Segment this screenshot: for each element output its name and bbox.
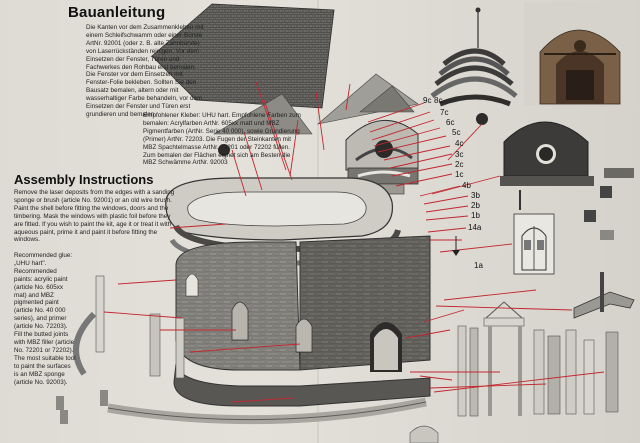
part-label: 2c [455,160,464,169]
small-part [604,168,634,178]
finished-model-photo [524,2,636,106]
door-panel-part [513,213,555,275]
part-label: 6c [446,118,455,127]
bottom-arch-part [409,425,439,443]
dome-discs [430,7,518,107]
part-label: 2b [471,201,480,210]
roof-panel [151,3,335,109]
part-label: 9c [423,96,432,105]
part-label: 5c [452,128,461,137]
intro-text-german: Die Kanten vor dem Zusammenkleben mit ei… [86,24,204,118]
part-label: 1a [474,261,483,270]
part-label: 1b [471,211,480,220]
part-label: 3b [471,191,480,200]
callout-lines [103,81,605,403]
part-label: 7c [440,108,449,117]
title-german: Bauanleitung [68,4,166,21]
glue-paint-text-german: Empfohlener Kleber: UHU hart. Empfohlene… [143,112,301,167]
finial-ball-left [218,144,230,156]
loose-wall-strips [56,275,427,425]
part-label: 4c [455,139,464,148]
gable-small [359,85,415,113]
recommended-text-english: Recommended glue: „UHU hart". Recommende… [14,252,76,386]
instructions-text-english: Remove the laser deposits from the edges… [14,189,175,244]
side-gable-part [500,121,594,210]
part-label: 4b [462,181,471,190]
part-label: 14a [468,223,482,232]
building-body [173,235,431,407]
small-part [600,230,614,240]
gable-right [316,73,419,125]
gable-left [212,93,313,135]
part-label: 8c [434,96,443,105]
part-label: 3c [455,150,464,159]
title-english: Assembly Instructions [14,172,154,187]
part-label: 1c [455,170,464,179]
arrow-head [452,250,460,256]
finial-ball-right [476,113,488,125]
